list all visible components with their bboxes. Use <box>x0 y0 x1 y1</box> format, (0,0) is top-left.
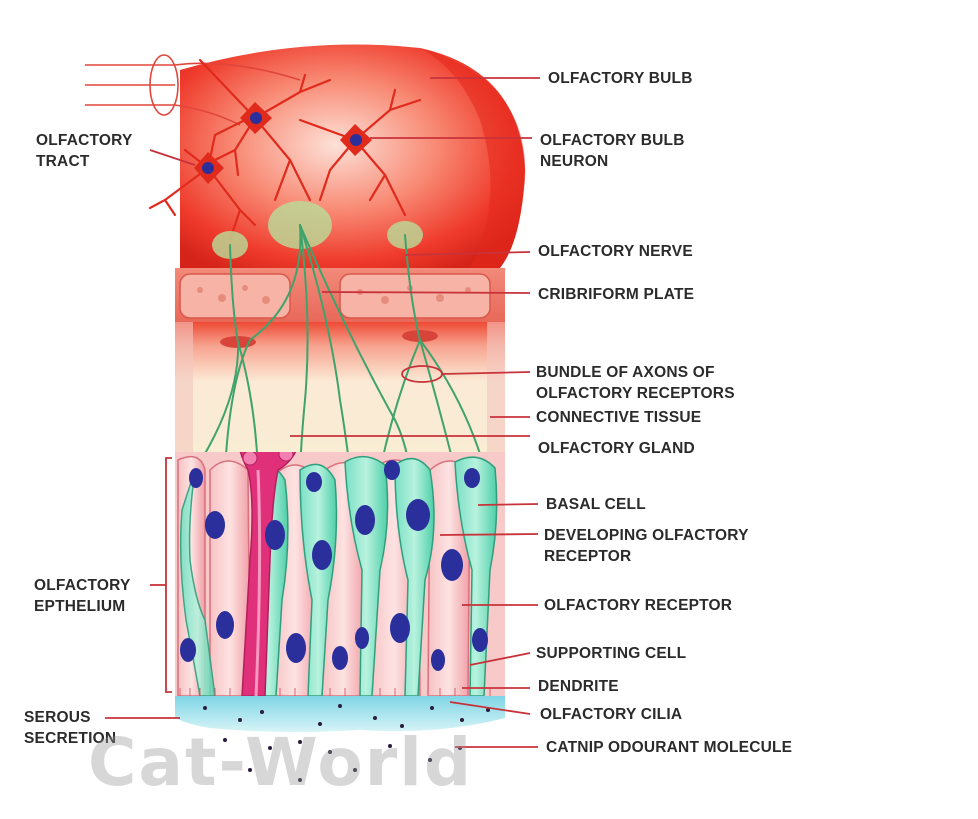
neuron-cell-bodies <box>194 102 372 184</box>
watermark: Cat-World <box>88 724 474 801</box>
label-olfactory-bulb-neuron: OLFACTORY BULB NEURON <box>540 132 685 170</box>
label-supporting-cell: SUPPORTING CELL <box>536 645 687 662</box>
label-olfactory-gland: OLFACTORY GLAND <box>538 440 695 457</box>
label-olfactory-receptor: OLFACTORY RECEPTOR <box>544 597 733 614</box>
label-cribriform-plate: CRIBRIFORM PLATE <box>538 286 695 303</box>
olfactory-bulb <box>180 44 526 269</box>
label-basal-cell: BASAL CELL <box>546 496 646 513</box>
olfactory-tract <box>85 54 301 126</box>
label-olfactory-cilia: OLFACTORY CILIA <box>540 706 683 723</box>
label-developing-receptor: DEVELOPING OLFACTORY RECEPTOR <box>544 527 749 565</box>
olfactory-epithelium <box>175 452 505 697</box>
olfactory-bulb-neurons <box>148 58 422 242</box>
label-olfactory-nerve: OLFACTORY NERVE <box>538 243 693 260</box>
label-catnip-molecule: CATNIP ODOURANT MOLECULE <box>546 739 793 756</box>
label-olfactory-tract: OLFACTORY TRACT <box>36 132 133 170</box>
label-serous-secretion: SEROUS SECRETION <box>24 709 117 747</box>
olfactory-gland <box>239 452 297 697</box>
label-olfactory-epithelium: OLFACTORY EPTHELIUM <box>34 577 131 615</box>
label-connective-tissue: CONNECTIVE TISSUE <box>536 409 702 426</box>
epithelium-bracket <box>165 457 172 693</box>
mucus-layer <box>175 696 505 782</box>
leader-lines <box>105 77 540 748</box>
label-olfactory-bulb: OLFACTORY BULB <box>548 70 693 87</box>
label-bundle-of-axons: BUNDLE OF AXONS OF OLFACTORY RECEPTORS <box>536 364 735 402</box>
label-dendrite: DENDRITE <box>538 678 619 695</box>
cribriform-plate <box>175 268 505 322</box>
